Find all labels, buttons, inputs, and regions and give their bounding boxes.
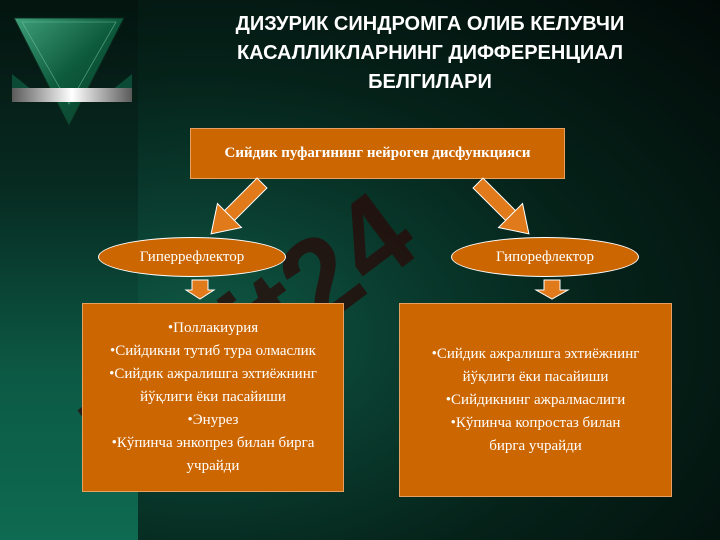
list-item: •Кўпинча копростаз билан xyxy=(450,414,621,431)
branch-hyporeflex: Гипорефлектор xyxy=(451,237,639,277)
list-item: •Кўпинча энкопрез билан бирга xyxy=(111,435,315,451)
title-line-3: БЕЛГИЛАРИ xyxy=(368,71,492,93)
branch-hyperreflex: Гиперрефлектор xyxy=(98,237,286,277)
list-item: •Энурез xyxy=(187,412,239,428)
root-box: Сийдик пуфагининг нейроген дисфункцияси xyxy=(190,128,565,179)
slide-title: ДИЗУРИК СИНДРОМГА ОЛИБ КЕЛУВЧИ КАСАЛЛИКЛ… xyxy=(160,10,700,97)
arrow-down-right-icon xyxy=(472,177,530,235)
arrow-down-icon xyxy=(534,279,570,300)
list-item: •Сийдикни тутиб тура олмаслик xyxy=(110,343,316,359)
hyperreflex-symptoms-box: •Поллакиурия •Сийдикни тутиб тура олмасл… xyxy=(82,303,344,492)
hyporeflex-symptoms-box: •Сийдик ажралишга эхтиёжнинг йўқлиги ёки… xyxy=(399,303,672,497)
list-item: йўқлиги ёки пасайиши xyxy=(140,389,286,405)
title-line-1: ДИЗУРИК СИНДРОМГА ОЛИБ КЕЛУВЧИ xyxy=(235,13,625,35)
list-item: •Сийдик ажралишга эхтиёжнинг xyxy=(431,345,640,362)
branch-hyporeflex-label: Гипорефлектор xyxy=(496,248,594,265)
list-item: •Сийдикнинг ажралмаслиги xyxy=(445,391,626,408)
list-item: •Поллакиурия xyxy=(167,320,259,336)
branch-hyperreflex-label: Гиперрефлектор xyxy=(139,248,245,265)
title-line-2: КАСАЛЛИКЛАРНИНГ ДИФФЕРЕНЦИАЛ xyxy=(236,42,624,64)
list-item: бирга учрайди xyxy=(489,437,582,454)
arrow-down-icon xyxy=(184,279,216,300)
list-item: •Сийдик ажралишга эхтиёжнинг xyxy=(109,366,317,382)
list-item: учрайди xyxy=(186,458,240,474)
list-item: йўқлиги ёки пасайиши xyxy=(462,368,609,385)
arrow-down-left-icon xyxy=(210,177,268,235)
root-label: Сийдик пуфагининг нейроген дисфункцияси xyxy=(224,145,531,161)
triangle-logo-icon xyxy=(12,17,132,128)
